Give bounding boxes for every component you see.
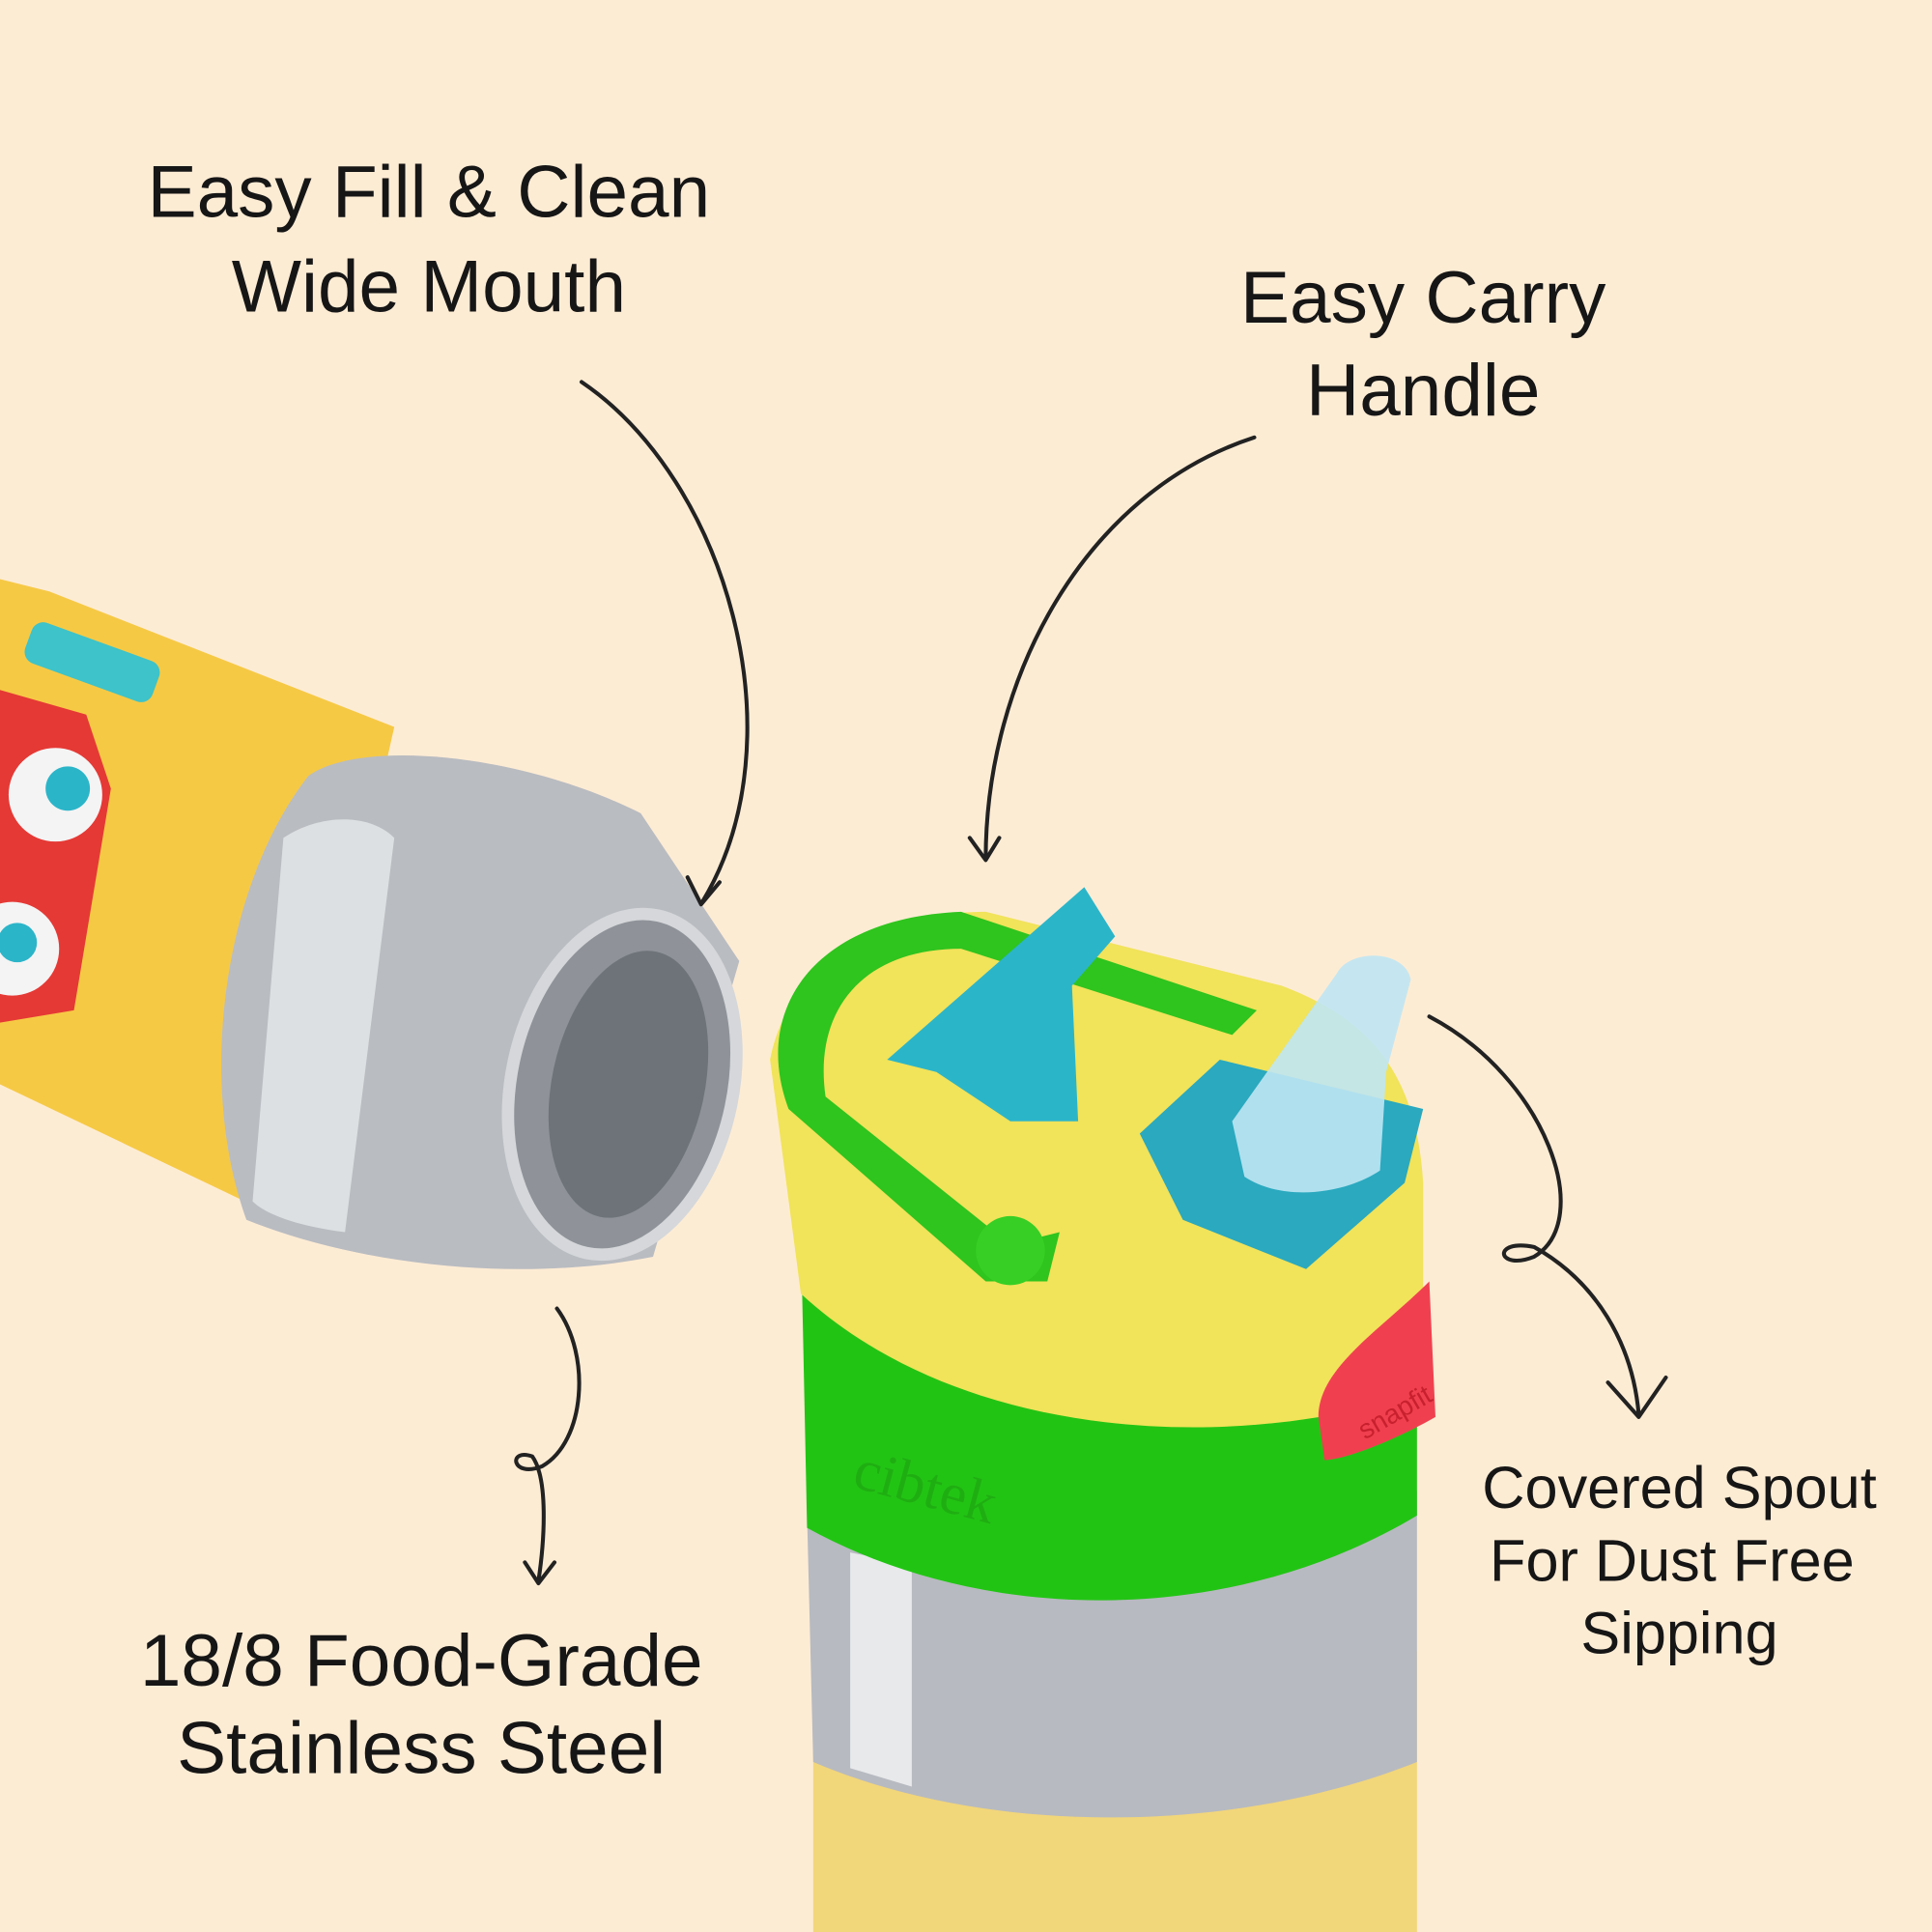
callout-line: Easy Carry (1240, 257, 1606, 339)
sleeve-badge (24, 622, 160, 702)
steel-highlight (850, 1552, 912, 1787)
carry-handle[interactable] (778, 911, 1258, 1282)
callout-line: Covered Spout (1482, 1455, 1876, 1520)
spout-cover-flap[interactable] (887, 887, 1116, 1122)
callout-handle: Easy Carry Handle (1240, 257, 1606, 432)
callout-wide-mouth: Easy Fill & Clean Wide Mouth (148, 151, 711, 327)
eye-pupil-icon (45, 766, 91, 811)
lid-bottle: snapfit cibtek (770, 887, 1437, 1932)
steel-highlight (252, 819, 395, 1233)
callout-line: 18/8 Food-Grade (140, 1620, 703, 1702)
arrow-steel (514, 1306, 582, 1586)
arrow-handle (967, 435, 1257, 863)
callout-spout: Covered Spout For Dust Free Sipping (1482, 1455, 1876, 1666)
callout-line: Handle (1306, 350, 1540, 432)
callout-steel: 18/8 Food-Grade Stainless Steel (140, 1620, 703, 1790)
arrow-wide-mouth (580, 380, 750, 907)
handle-hinge (976, 1215, 1045, 1286)
snapfit-button[interactable] (1318, 1281, 1435, 1461)
eye-pupil-icon (0, 923, 38, 963)
open-bottle (0, 579, 743, 1269)
callout-line: For Dust Free (1490, 1527, 1855, 1593)
callout-line: Stainless Steel (177, 1707, 666, 1789)
callout-line: Sipping (1580, 1601, 1777, 1666)
callout-line: Easy Fill & Clean (148, 151, 711, 233)
callout-line: Wide Mouth (232, 246, 626, 328)
mouth-inner (548, 951, 709, 1218)
straw-spout[interactable] (1232, 955, 1411, 1193)
arrow-spout (1427, 1014, 1668, 1419)
